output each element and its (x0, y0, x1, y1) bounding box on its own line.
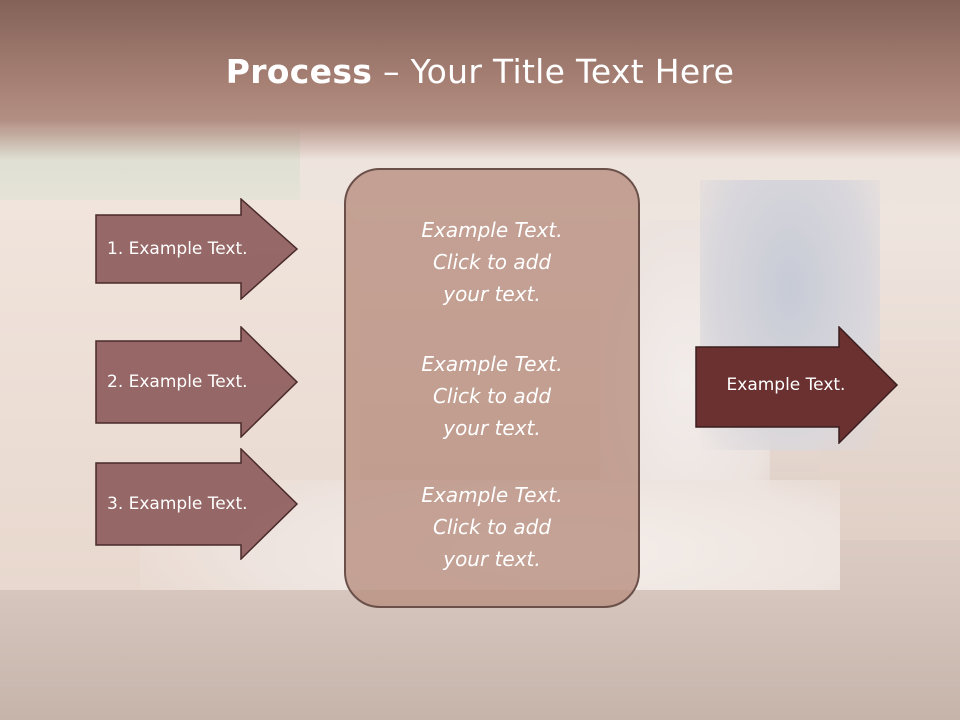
center-text-line: your text. (443, 282, 541, 306)
step-arrow-3-label: 3. Example Text. (107, 494, 248, 514)
center-text-line: Click to add (432, 515, 552, 539)
arrow-shape-icon (95, 326, 299, 438)
arrow-shape-icon (95, 198, 299, 300)
step-arrow-1[interactable]: 1. Example Text. (95, 198, 299, 300)
step-arrow-2[interactable]: 2. Example Text. (95, 326, 299, 438)
center-text-line: Example Text. (421, 218, 563, 242)
result-arrow[interactable]: Example Text. (695, 326, 899, 444)
result-arrow-label: Example Text. (726, 375, 846, 395)
center-text-line: your text. (443, 547, 541, 571)
center-text-block-1[interactable]: Example Text. Click to add your text. (346, 214, 638, 310)
title-band (0, 0, 960, 160)
background-carpet (0, 590, 960, 720)
arrow-shape-icon (95, 448, 299, 560)
center-text-line: Example Text. (421, 483, 563, 507)
step-arrow-2-label: 2. Example Text. (107, 372, 248, 392)
arrow-shape-icon (695, 326, 899, 444)
center-text-block-3[interactable]: Example Text. Click to add your text. (346, 479, 638, 575)
step-arrow-3[interactable]: 3. Example Text. (95, 448, 299, 560)
center-text-line: Example Text. (421, 352, 563, 376)
title-bold: Process (225, 52, 373, 91)
center-text-line: your text. (443, 416, 541, 440)
center-text-block-2[interactable]: Example Text. Click to add your text. (346, 348, 638, 444)
title-rest: – Your Title Text Here (372, 52, 735, 91)
center-text-box[interactable]: Example Text. Click to add your text. Ex… (344, 168, 640, 608)
slide-title[interactable]: Process – Your Title Text Here (0, 52, 960, 91)
center-text-line: Click to add (432, 384, 552, 408)
step-arrow-1-label: 1. Example Text. (107, 239, 248, 259)
center-text-line: Click to add (432, 250, 552, 274)
